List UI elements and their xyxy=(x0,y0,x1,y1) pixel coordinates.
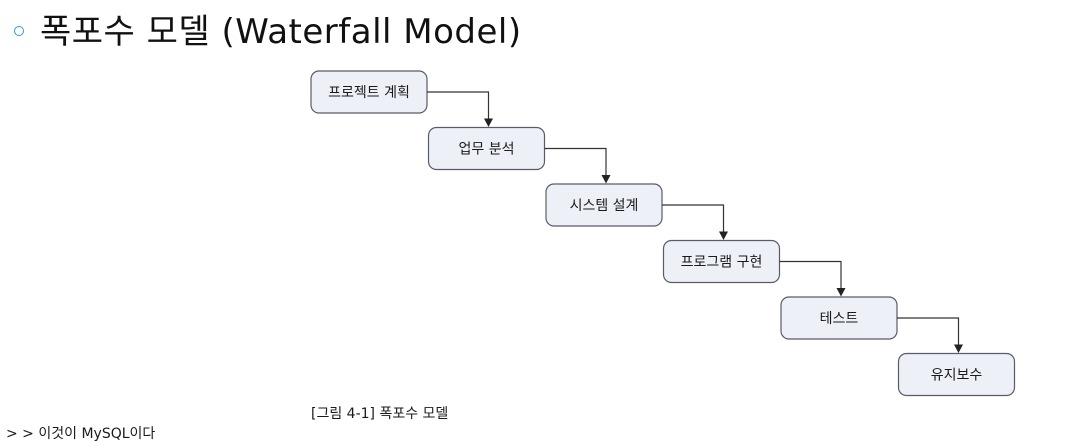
slide-title: 폭포수 모델 (Waterfall Model) xyxy=(40,11,522,52)
step-box xyxy=(897,352,1016,397)
flow-arrow xyxy=(897,317,960,346)
step-label: 테스트 xyxy=(820,311,859,327)
footer-text: > > 이것이 MySQL이다 xyxy=(6,426,156,442)
flow-arrow xyxy=(779,260,842,289)
arrowhead-icon xyxy=(719,231,728,240)
flow-arrow xyxy=(427,91,490,120)
flow-arrow xyxy=(662,204,725,233)
flow-arrow xyxy=(544,147,607,176)
arrowhead-icon xyxy=(836,288,846,297)
step-node: 유지보수 xyxy=(897,352,1016,397)
step-label: 프로그램 구현 xyxy=(681,255,763,271)
step-node: 업무 분석 xyxy=(427,126,546,171)
figure-caption: [그림 4-1] 폭포수 모델 xyxy=(311,406,449,422)
arrowhead-icon xyxy=(601,175,611,184)
step-node: 프로젝트 계획 xyxy=(310,70,428,114)
step-label: 유지보수 xyxy=(931,368,983,384)
arrowhead-icon xyxy=(484,118,493,127)
step-node: 프로그램 구현 xyxy=(662,239,781,284)
bullet-icon xyxy=(14,26,24,36)
arrowhead-icon xyxy=(954,344,963,353)
step-node: 테스트 xyxy=(780,296,898,340)
slide-title-row: 폭포수 모델 (Waterfall Model) xyxy=(10,4,522,52)
step-label: 프로젝트 계획 xyxy=(328,85,410,101)
step-label: 업무 분석 xyxy=(459,142,515,158)
step-node: 시스템 설계 xyxy=(545,183,663,227)
step-label: 시스템 설계 xyxy=(570,198,639,214)
